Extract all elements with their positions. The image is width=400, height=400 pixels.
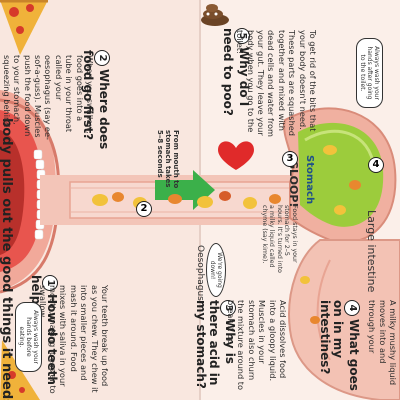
chyme-note: Food stays in your stomach for 2–5 hours… bbox=[261, 205, 298, 273]
oesophagus-label: Oesophagus bbox=[195, 245, 205, 301]
page-headline: body pulls out the good things it needs. bbox=[0, 118, 14, 400]
timing-label: From mouth to stomach takes 5–8 seconds bbox=[156, 130, 180, 189]
heart-icon bbox=[218, 141, 254, 170]
speech-bubble: We're going down! bbox=[206, 243, 226, 297]
marker-4: 4 bbox=[368, 152, 387, 173]
section-number: 2 bbox=[94, 50, 110, 66]
marker-2: 2 bbox=[136, 196, 155, 217]
large-intestine-label: Large intestine bbox=[365, 210, 378, 293]
wash-hands-note: Always wash your hands before eating. bbox=[15, 302, 42, 372]
section-5-body: To get rid of the bits that your body do… bbox=[235, 30, 318, 137]
poo-icon bbox=[201, 4, 229, 26]
toilet-note: Always wash your hands after going to th… bbox=[356, 38, 383, 108]
intestine-shape bbox=[288, 239, 400, 400]
section-4-body: A milky mushy liquid moves into and thro… bbox=[367, 300, 398, 386]
gloop-label: GLOOP! bbox=[287, 160, 300, 208]
section-1-body: Your teeth break up food as you chew. Th… bbox=[37, 285, 110, 394]
stomach-label: Stomach bbox=[304, 155, 315, 205]
food-lumps bbox=[92, 145, 361, 324]
pizza-icon bbox=[0, 0, 48, 55]
section-3-body: Acid dissolves food into a gloopy liquid… bbox=[225, 300, 288, 390]
section-4: 4What goes on in my intestines? bbox=[318, 300, 361, 391]
stomach-gloop bbox=[298, 122, 384, 227]
marker-3: 3 bbox=[282, 146, 301, 167]
section-2-body: When you swallow, food goes into a tube … bbox=[0, 55, 95, 140]
